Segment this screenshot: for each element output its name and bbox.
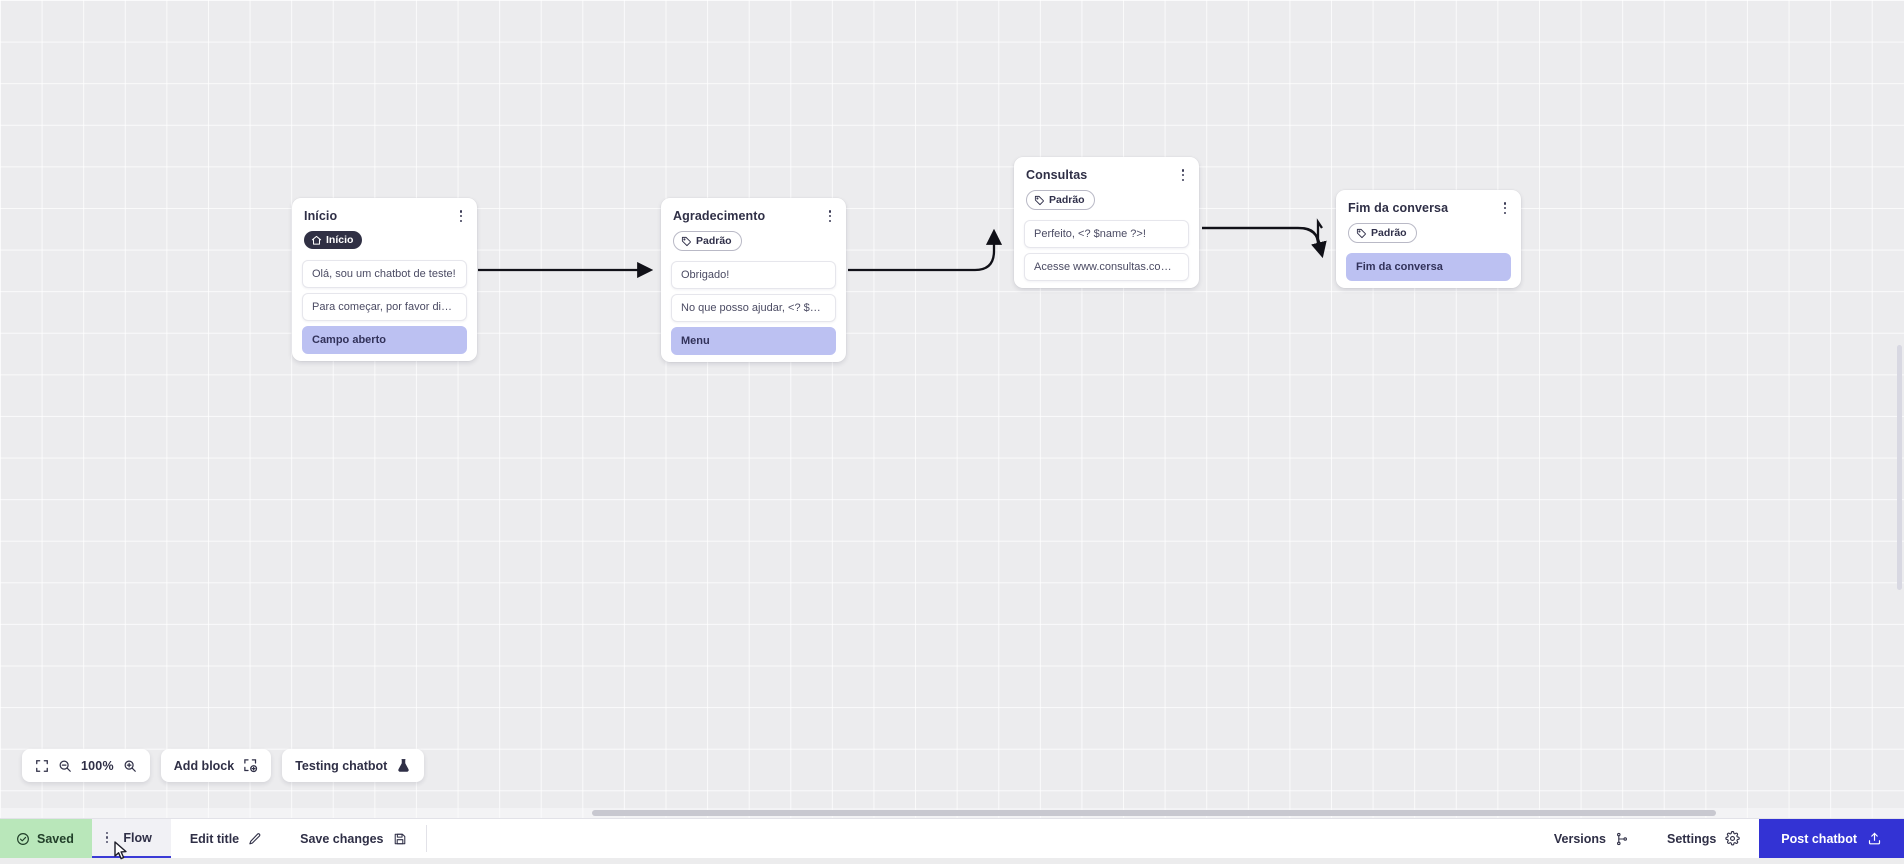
node-tag-row: Padrão <box>1014 183 1199 211</box>
node-tag-label: Padrão <box>1371 227 1407 239</box>
flow-node-fim-da-conversa[interactable]: Fim da conversa Padrão Fim da conversa <box>1336 190 1521 288</box>
node-tag-padrao[interactable]: Padrão <box>1026 190 1095 210</box>
node-header: Início <box>292 198 477 224</box>
flow-node-inicio[interactable]: Início Início Olá, sou um chatbot de tes… <box>292 198 477 361</box>
tab-flow[interactable]: Flow <box>92 819 171 858</box>
node-rows: Perfeito, <? $name ?>! Acesse www.consul… <box>1014 211 1199 281</box>
tag-icon <box>1356 228 1367 239</box>
add-block-label: Add block <box>174 759 234 773</box>
node-row[interactable]: Obrigado! <box>671 261 836 289</box>
settings-button[interactable]: Settings <box>1648 819 1759 858</box>
bottom-bar-right: Versions Settings Post chatbot <box>1535 819 1904 858</box>
upload-icon <box>1867 831 1882 846</box>
edge-consultas-fim-tail <box>1202 228 1322 255</box>
save-changes-label: Save changes <box>300 832 383 846</box>
zoom-out-icon[interactable] <box>58 759 72 773</box>
post-chatbot-button[interactable]: Post chatbot <box>1759 819 1904 858</box>
node-title: Agradecimento <box>673 209 834 224</box>
node-row[interactable]: Para começar, por favor digite o ... <box>302 293 467 321</box>
node-row[interactable]: Perfeito, <? $name ?>! <box>1024 220 1189 248</box>
canvas-horizontal-scrollbar[interactable] <box>0 808 1904 818</box>
node-menu-icon[interactable] <box>1498 200 1512 216</box>
flow-edges <box>0 0 1904 818</box>
testing-chatbot-label: Testing chatbot <box>295 759 387 773</box>
node-title: Início <box>304 209 465 224</box>
node-title: Fim da conversa <box>1348 201 1509 216</box>
branch-icon <box>1615 832 1629 846</box>
versions-label: Versions <box>1554 832 1606 846</box>
node-tag-row: Padrão <box>661 224 846 252</box>
node-row[interactable]: Olá, sou um chatbot de teste! <box>302 260 467 288</box>
node-rows: Fim da conversa <box>1336 244 1521 281</box>
node-row-accent[interactable]: Campo aberto <box>302 326 467 354</box>
check-circle-icon <box>16 832 30 846</box>
node-row-accent[interactable]: Fim da conversa <box>1346 253 1511 281</box>
home-icon <box>311 235 322 246</box>
add-block-icon <box>243 758 258 773</box>
tag-icon <box>681 236 692 247</box>
saved-label: Saved <box>37 832 74 846</box>
node-tag-padrao[interactable]: Padrão <box>673 231 742 251</box>
node-rows: Obrigado! No que posso ajudar, <? $name … <box>661 252 846 355</box>
node-header: Fim da conversa <box>1336 190 1521 216</box>
node-tag-padrao[interactable]: Padrão <box>1348 223 1417 243</box>
spacer <box>427 819 1535 858</box>
post-chatbot-label: Post chatbot <box>1781 832 1857 846</box>
tab-flow-label: Flow <box>123 831 151 845</box>
node-row[interactable]: No que posso ajudar, <? $name ... <box>671 294 836 322</box>
node-tag-inicio[interactable]: Início <box>304 231 362 249</box>
horizontal-scrollbar-thumb[interactable] <box>592 810 1716 816</box>
fit-screen-icon[interactable] <box>35 759 49 773</box>
node-title: Consultas <box>1026 168 1187 183</box>
versions-button[interactable]: Versions <box>1535 819 1648 858</box>
edge-consultas-fim <box>1202 222 1322 245</box>
vertical-scrollbar-thumb[interactable] <box>1897 345 1902 590</box>
edge-agradecimento-consultas <box>848 232 994 270</box>
pencil-icon <box>248 832 262 846</box>
status-badge-saved: Saved <box>0 819 92 858</box>
gear-icon <box>1725 831 1740 846</box>
canvas-toolbar: 100% Add block Testing chatbot <box>22 749 424 782</box>
node-menu-icon[interactable] <box>454 208 468 224</box>
zoom-in-icon[interactable] <box>123 759 137 773</box>
node-tag-label: Padrão <box>1049 194 1085 206</box>
node-tag-row: Início <box>292 224 477 251</box>
flow-canvas[interactable]: Início Início Olá, sou um chatbot de tes… <box>0 0 1904 818</box>
node-header: Consultas <box>1014 157 1199 183</box>
edit-title-label: Edit title <box>190 832 239 846</box>
node-header: Agradecimento <box>661 198 846 224</box>
node-tag-row: Padrão <box>1336 216 1521 244</box>
edit-title-button[interactable]: Edit title <box>171 819 281 858</box>
save-changes-button[interactable]: Save changes <box>281 819 425 858</box>
flask-icon <box>396 758 411 773</box>
node-tag-label: Início <box>326 234 353 246</box>
flow-node-agradecimento[interactable]: Agradecimento Padrão Obrigado! No que po… <box>661 198 846 362</box>
canvas-vertical-scrollbar[interactable] <box>1895 0 1903 818</box>
tag-icon <box>1034 195 1045 206</box>
node-menu-icon[interactable] <box>1176 167 1190 183</box>
node-tag-label: Padrão <box>696 235 732 247</box>
node-rows: Olá, sou um chatbot de teste! Para começ… <box>292 251 477 354</box>
node-menu-icon[interactable] <box>823 208 837 224</box>
kebab-icon[interactable] <box>106 832 109 844</box>
zoom-level-label: 100% <box>81 759 114 773</box>
save-disk-icon <box>393 832 407 846</box>
node-row-accent[interactable]: Menu <box>671 327 836 355</box>
bottom-bar: Saved Flow Edit title Save changes Versi… <box>0 818 1904 858</box>
zoom-controls[interactable]: 100% <box>22 749 150 782</box>
settings-label: Settings <box>1667 832 1716 846</box>
bottom-bar-left: Saved Flow Edit title Save changes <box>0 819 427 858</box>
node-row[interactable]: Acesse www.consultas.com par... <box>1024 253 1189 281</box>
flow-node-consultas[interactable]: Consultas Padrão Perfeito, <? $name ?>! … <box>1014 157 1199 288</box>
testing-chatbot-button[interactable]: Testing chatbot <box>282 749 424 782</box>
add-block-button[interactable]: Add block <box>161 749 271 782</box>
